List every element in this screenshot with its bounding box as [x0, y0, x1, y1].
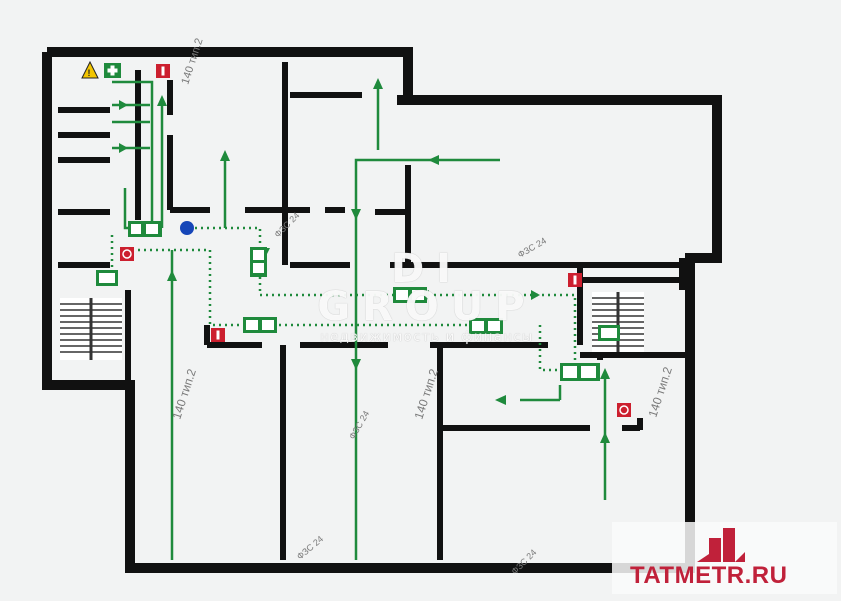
warning-triangle-icon: !: [81, 60, 99, 79]
evacuation-routes-dotted: [106, 226, 577, 372]
site-badge: TATMETR.RU: [612, 522, 837, 594]
emergency-exit-icon: [598, 325, 620, 341]
emergency-exit-icon: [96, 270, 118, 286]
watermark: DI GROUP недвижимость и финансы: [292, 246, 562, 345]
emergency-exit-icon: [560, 363, 600, 381]
evacuation-routes: [112, 80, 607, 560]
staircase-icon: [592, 292, 644, 352]
fire-alarm-icon: [120, 247, 134, 261]
emergency-exit-icon: [469, 318, 503, 334]
fire-extinguisher-icon: [156, 64, 170, 78]
watermark-subtitle: недвижимость и финансы: [320, 330, 534, 345]
emergency-exit-icon: [393, 287, 427, 303]
emergency-exit-icon: [243, 317, 277, 333]
emergency-exit-icon: [128, 221, 162, 237]
staircase-icon: [60, 298, 122, 360]
site-name: TATMETR.RU: [630, 562, 788, 589]
fire-alarm-icon: [617, 403, 631, 417]
emergency-exit-icon: [250, 247, 267, 277]
fire-extinguisher-icon: [568, 273, 582, 287]
site-logo-icon: [697, 528, 745, 562]
first-aid-icon: [104, 63, 121, 78]
watermark-logo: DI GROUP: [317, 246, 537, 330]
you-are-here-marker-icon: [180, 221, 194, 235]
outer-walls: [42, 47, 722, 573]
svg-text:!: !: [88, 68, 91, 78]
interior-walls: [58, 62, 690, 560]
fire-extinguisher-icon: [211, 328, 225, 342]
